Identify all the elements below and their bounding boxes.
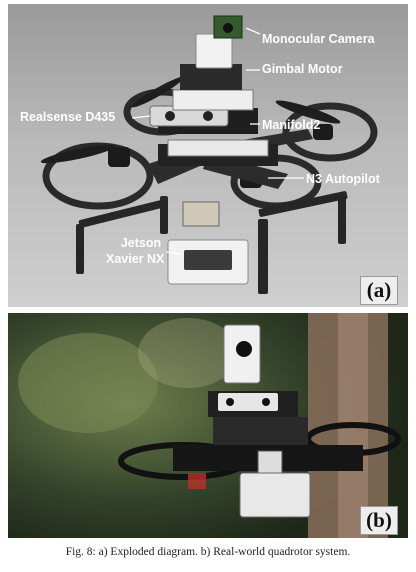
battery: [182, 201, 220, 227]
figure-caption: Fig. 8: a) Exploded diagram. b) Real-wor…: [65, 546, 351, 558]
exploded-diagram-illustration: [40, 15, 378, 294]
camera-gimbal-mount: [195, 33, 233, 69]
top-plate: [172, 89, 254, 111]
label-jetson-line1: Jetson: [120, 236, 162, 250]
drone-electronics: [213, 417, 308, 445]
label-gimbal-motor: Gimbal Motor: [262, 62, 343, 76]
label-jetson-line2: Xavier NX: [106, 252, 165, 266]
drone-realsense: [218, 393, 278, 411]
panel-b-tag: (b): [360, 506, 398, 535]
autopilot-module: [167, 139, 269, 157]
exploded-diagram-panel: Monocular Camera Gimbal Motor Realsense …: [8, 4, 408, 307]
label-autopilot: N3 Autopilot: [306, 172, 380, 186]
drone-jetson-enclosure: [239, 472, 311, 518]
label-manifold: Manifold2: [262, 118, 321, 132]
quadrotor-photo: [8, 313, 408, 538]
panel-a-tag: (a): [360, 276, 398, 305]
label-monocular-camera: Monocular Camera: [262, 32, 375, 46]
rear-right-prop-guard: [282, 102, 378, 162]
drone-battery-label: [257, 450, 283, 474]
real-world-photo-panel: (b): [8, 313, 408, 538]
label-realsense: Realsense D435: [20, 110, 116, 124]
